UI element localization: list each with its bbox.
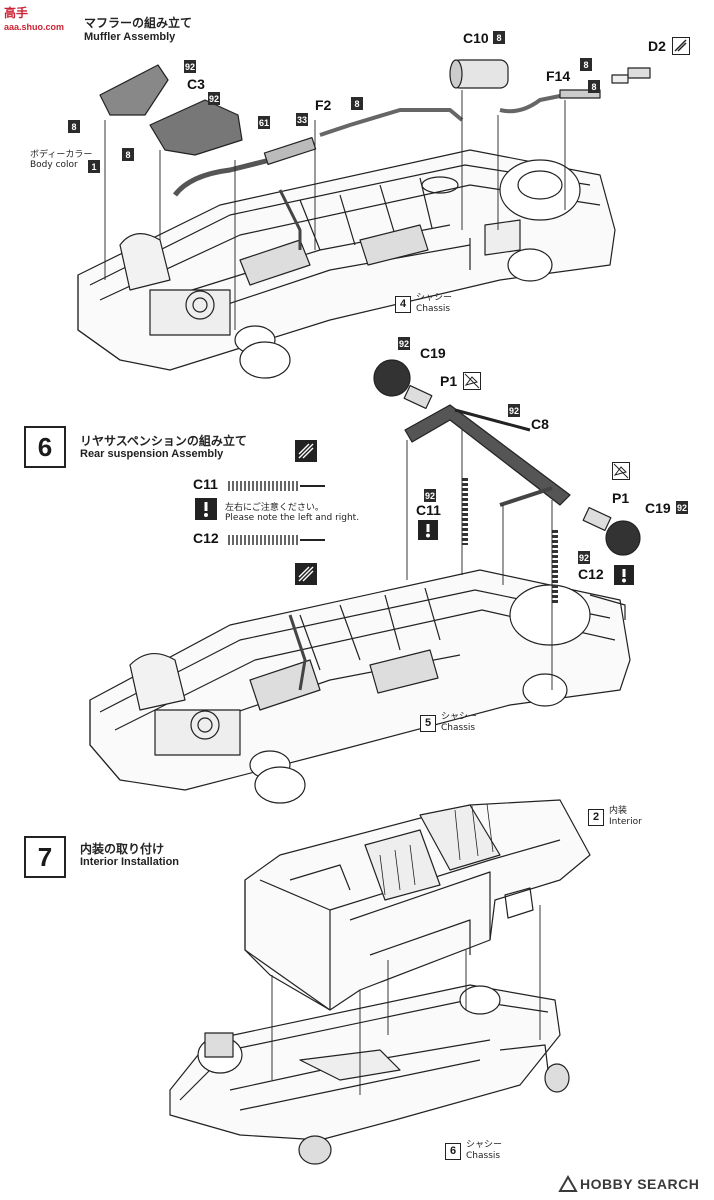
step7-chassis-ref-en: Chassis [466, 1151, 501, 1161]
qty-badge-c10: 8 [493, 31, 505, 44]
part-label-c11-side: C11 [193, 476, 218, 492]
step7-guide-lines [271, 905, 541, 1095]
step7-chassis-ref-num: 6 [445, 1142, 461, 1160]
part-label-c3: C3 [187, 76, 205, 92]
step5-guide-lines [104, 90, 566, 330]
part-label-c12: C12 [578, 566, 604, 582]
step6-chassis-drawing [89, 569, 631, 804]
part-label-c8: C8 [531, 416, 549, 432]
part-label-d2: D2 [648, 38, 666, 54]
qty-badge-c19-right: 92 [676, 501, 688, 514]
part-label-f14: F14 [546, 68, 571, 84]
step6-suspension-parts [228, 359, 641, 605]
qty-badge-c11: 92 [424, 489, 436, 502]
step6-title-jp: リヤサスペンションの組み立て [80, 434, 247, 448]
qty-badge-8-a: 8 [68, 120, 80, 133]
step5-muffler-parts [99, 59, 651, 197]
qty-badge-33: 33 [296, 113, 308, 126]
part-label-c10: C10 [463, 30, 489, 46]
watermark-site: aaa.shuo.com [4, 22, 65, 32]
qty-badge-92-b: 92 [208, 92, 220, 105]
qty-badge-f2: 8 [351, 97, 363, 110]
left-right-note-en: Please note the left and right. [225, 513, 360, 523]
step7-title-jp: 内装の取り付け [80, 842, 165, 856]
part-label-c19-top: C19 [420, 345, 446, 361]
part-label-f2: F2 [315, 97, 332, 113]
metal-part-icon-c12 [295, 563, 317, 585]
metal-part-icon-c11 [295, 440, 317, 462]
step6-chassis-ref-en: Chassis [441, 723, 476, 733]
left-right-note-jp: 左右にご注意ください。 [225, 503, 324, 513]
glue-icon-right [612, 462, 630, 480]
qty-badge-c12: 92 [578, 551, 590, 564]
step5-chassis-drawing [77, 149, 616, 379]
step7-chassis-drawing [169, 984, 570, 1165]
part-label-p1-top: P1 [440, 373, 458, 389]
watermark-brand: 高手 [4, 6, 29, 20]
qty-badge-61: 61 [258, 116, 270, 129]
step5-title-jp: マフラーの組み立て [84, 16, 193, 30]
body-color-label-en: Body color [30, 160, 78, 170]
qty-badge-8-b: 8 [122, 148, 134, 161]
qty-badge-c19-top: 92 [398, 337, 410, 350]
step7-interior-ref-num: 2 [588, 808, 604, 826]
part-label-c19-right: C19 [645, 500, 671, 516]
qty-badge-c8: 92 [508, 404, 520, 417]
step7-chassis-ref-jp: シャシー [466, 1140, 503, 1150]
step5-chassis-ref-jp: シャシー [416, 293, 453, 303]
step5-chassis-ref-en: Chassis [416, 304, 451, 314]
part-label-p1-right: P1 [612, 490, 630, 506]
step7-title-en: Interior Installation [80, 856, 180, 868]
step6-guide-lines [406, 430, 553, 690]
plated-part-icon [672, 37, 690, 55]
caution-icon [195, 498, 217, 520]
step7-interior-ref-jp: 内装 [609, 806, 628, 816]
step7-number-box: 7 [24, 836, 66, 878]
step6-number-box: 6 [24, 426, 66, 468]
part-label-c12-side: C12 [193, 530, 219, 546]
step6-chassis-ref-jp: シャシー [441, 712, 478, 722]
caution-icon-c11 [418, 520, 438, 540]
qty-badge-f14: 8 [580, 58, 592, 71]
part-label-c11: C11 [416, 502, 441, 518]
hobby-search-logo-mark [558, 1175, 578, 1192]
body-color-number: 1 [88, 160, 100, 173]
qty-badge-d2: 8 [588, 80, 600, 93]
step5-chassis-ref-num: 4 [395, 295, 411, 313]
step7-interior-ref-en: Interior [609, 817, 642, 827]
hobby-search-logo-text: HOBBY SEARCH [580, 1176, 700, 1192]
qty-badge-92-a: 92 [184, 60, 196, 73]
step5-title-en: Muffler Assembly [84, 31, 176, 43]
step6-title-en: Rear suspension Assembly [80, 448, 224, 460]
caution-icon-c12 [614, 565, 634, 585]
step6-chassis-ref-num: 5 [420, 714, 436, 732]
step7-interior-drawing [244, 799, 591, 1011]
body-color-label-jp: ボディーカラー [30, 150, 93, 160]
glue-icon-top [463, 372, 481, 390]
